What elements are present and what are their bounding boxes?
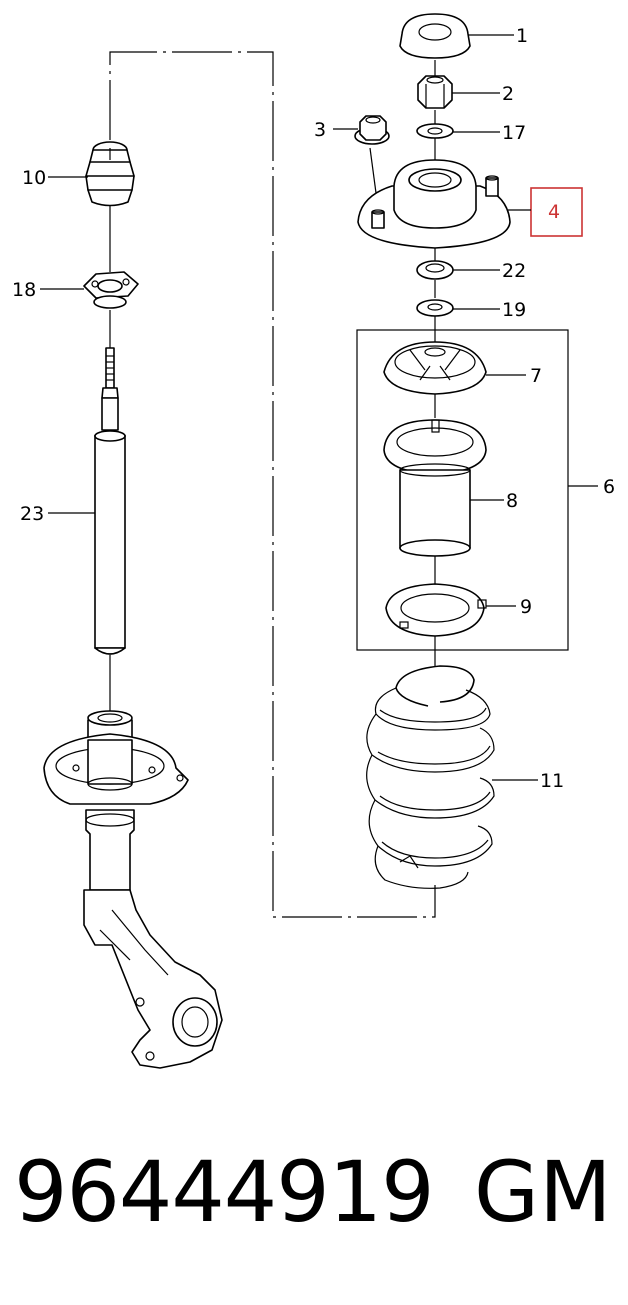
callout-labels: 1 2 3 17 4 22 19 7 6 8 9 11 10 18 23 [12, 25, 615, 792]
callout-19: 19 [502, 299, 526, 321]
lower-spring-ring [385, 583, 487, 637]
callout-9: 9 [520, 596, 532, 618]
dust-cap [399, 13, 471, 59]
highlight-box [530, 187, 583, 237]
callout-2: 2 [502, 83, 514, 105]
strut-housing [43, 710, 223, 1069]
callout-11: 11 [540, 770, 564, 792]
upper-spring-seat [383, 341, 487, 395]
callout-8: 8 [506, 490, 518, 512]
washer-17 [416, 123, 454, 139]
callout-18: 18 [12, 279, 36, 301]
callout-10: 10 [22, 167, 46, 189]
callout-17: 17 [502, 122, 526, 144]
callout-4: 4 [548, 201, 560, 223]
bearing-and-boot [383, 419, 487, 557]
piston-rod [101, 347, 119, 431]
callout-1: 1 [516, 25, 528, 47]
callout-23: 23 [20, 503, 44, 525]
top-nut [417, 75, 453, 109]
part-number: 96444919 [14, 1143, 435, 1241]
connector-frame [109, 51, 436, 918]
top-mount-assembly-right [333, 13, 598, 889]
coil-spring [366, 665, 495, 889]
strut-mount [357, 159, 511, 249]
washer-19 [416, 299, 454, 317]
bump-stop [85, 141, 135, 207]
callout-6: 6 [603, 476, 615, 498]
callout-22: 22 [502, 260, 526, 282]
kit-group-frame [356, 329, 569, 651]
callout-3: 3 [314, 119, 326, 141]
callout-7: 7 [530, 365, 542, 387]
strut-assembly-left [40, 141, 223, 1069]
shock-cartridge [94, 430, 126, 655]
upper-plate [83, 271, 139, 309]
flange-nut [354, 115, 390, 145]
brand-name: GM [474, 1143, 612, 1241]
